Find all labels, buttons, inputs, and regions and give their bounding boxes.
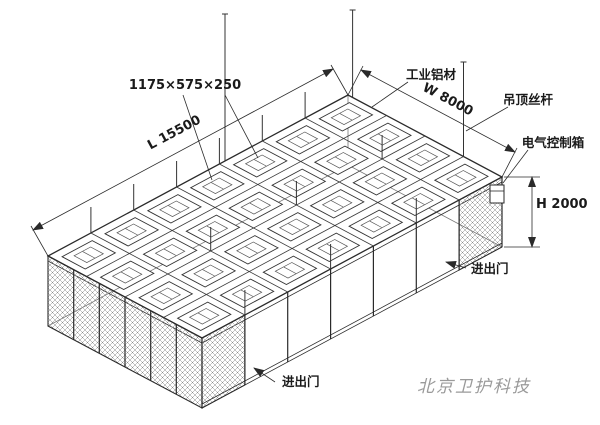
rod-label: 吊顶丝杆 (503, 92, 554, 107)
door-bottom-label: 进出门 (282, 374, 320, 389)
control-box-callout: 电气控制箱 (502, 135, 585, 184)
unit-size-label: 1175×575×250 (129, 78, 241, 93)
door-bottom-arrow-icon (253, 367, 276, 383)
length-dimension-label: L 15500 (145, 113, 203, 154)
watermark-text: 北京卫护科技 (417, 377, 531, 397)
dimension-height: H 2000 (504, 176, 588, 248)
height-dimension-label: H 2000 (536, 197, 588, 212)
door-bottom-callout: 进出门 (253, 367, 320, 389)
door-right-callout: 进出门 (445, 261, 509, 276)
material-label: 工业铝材 (406, 67, 457, 82)
width-dimension-label: W 8000 (420, 80, 476, 119)
control-box (489, 184, 505, 204)
material-callout: 工业铝材 (371, 67, 457, 108)
door-right-label: 进出门 (471, 261, 509, 276)
control-box-label: 电气控制箱 (522, 135, 585, 150)
door-right-arrow-icon (445, 261, 467, 269)
interior-edges (47, 95, 503, 327)
unit-size-callout: 1175×575×250 (129, 78, 259, 181)
rod-callout: 吊顶丝杆 (465, 92, 554, 132)
